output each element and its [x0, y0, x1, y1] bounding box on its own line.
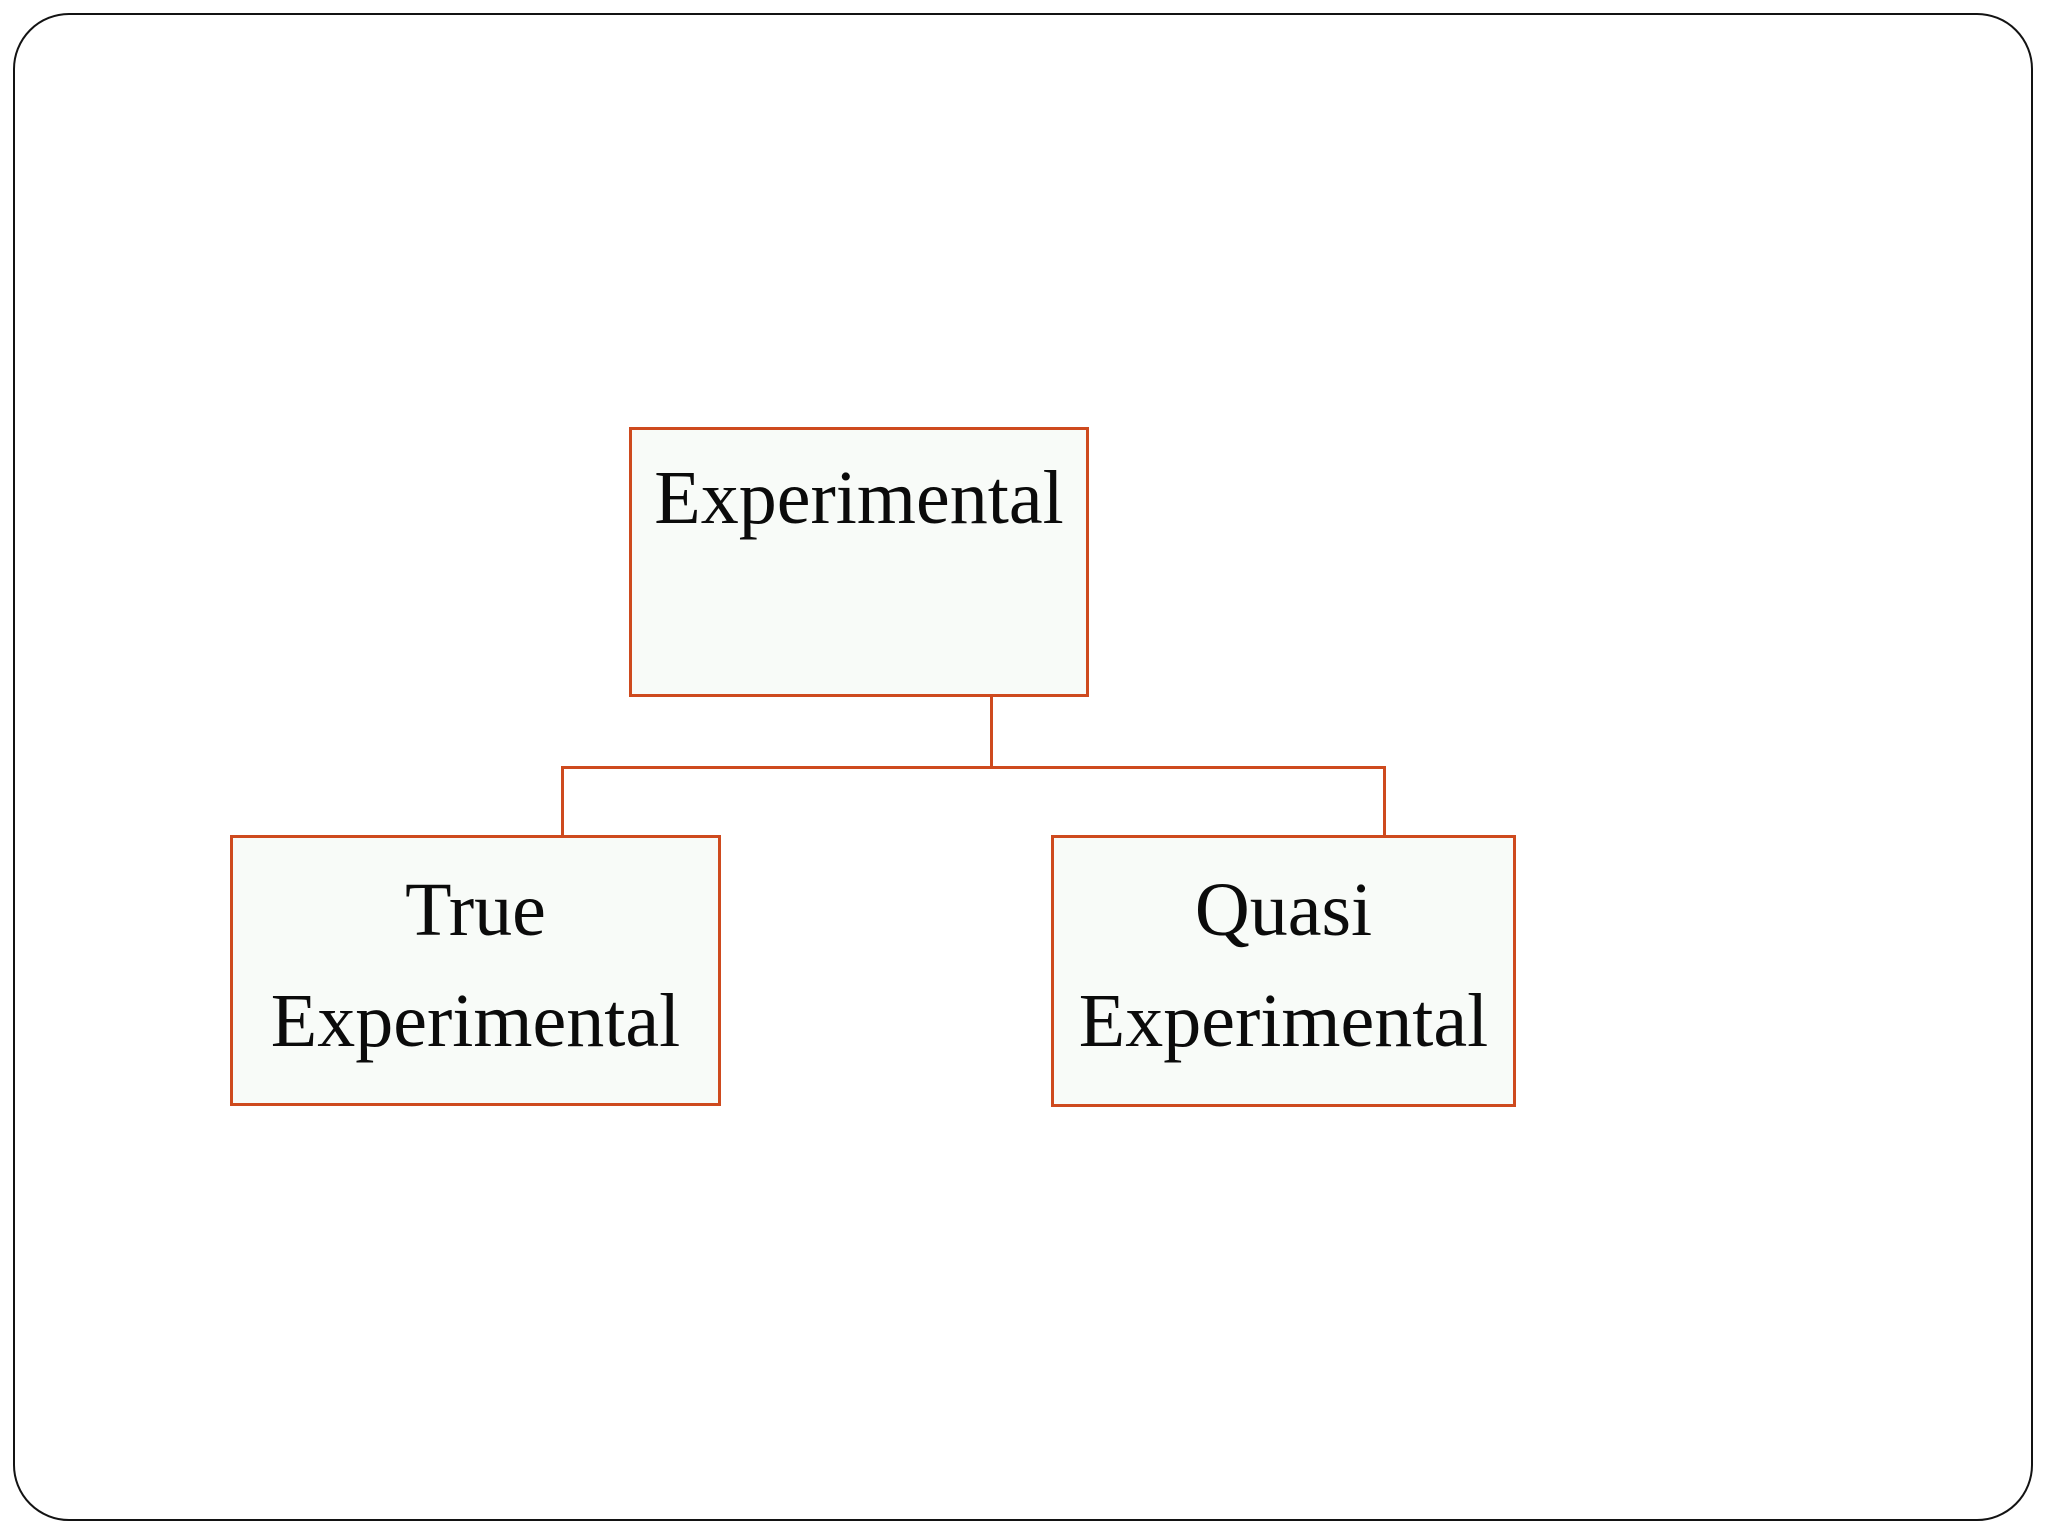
- diagram-node-true-experimental[interactable]: True Experimental: [230, 835, 721, 1106]
- diagram-node-true-experimental-label-line2: Experimental: [270, 978, 681, 1063]
- diagram-node-experimental-label: Experimental: [654, 456, 1064, 540]
- connector-horizontal-bus: [561, 766, 1386, 769]
- diagram-node-quasi-experimental[interactable]: Quasi Experimental: [1051, 835, 1516, 1107]
- diagram-node-experimental[interactable]: Experimental: [629, 427, 1089, 697]
- connector-drop-to-quasi-experimental: [1383, 766, 1386, 837]
- connector-drop-to-true-experimental: [561, 766, 564, 837]
- diagram-node-quasi-experimental-label-line1: Quasi: [1194, 868, 1373, 952]
- connector-root-stem: [990, 696, 993, 769]
- diagram-node-quasi-experimental-label-line2: Experimental: [1078, 978, 1489, 1063]
- diagram-node-true-experimental-label-line1: True: [405, 868, 546, 952]
